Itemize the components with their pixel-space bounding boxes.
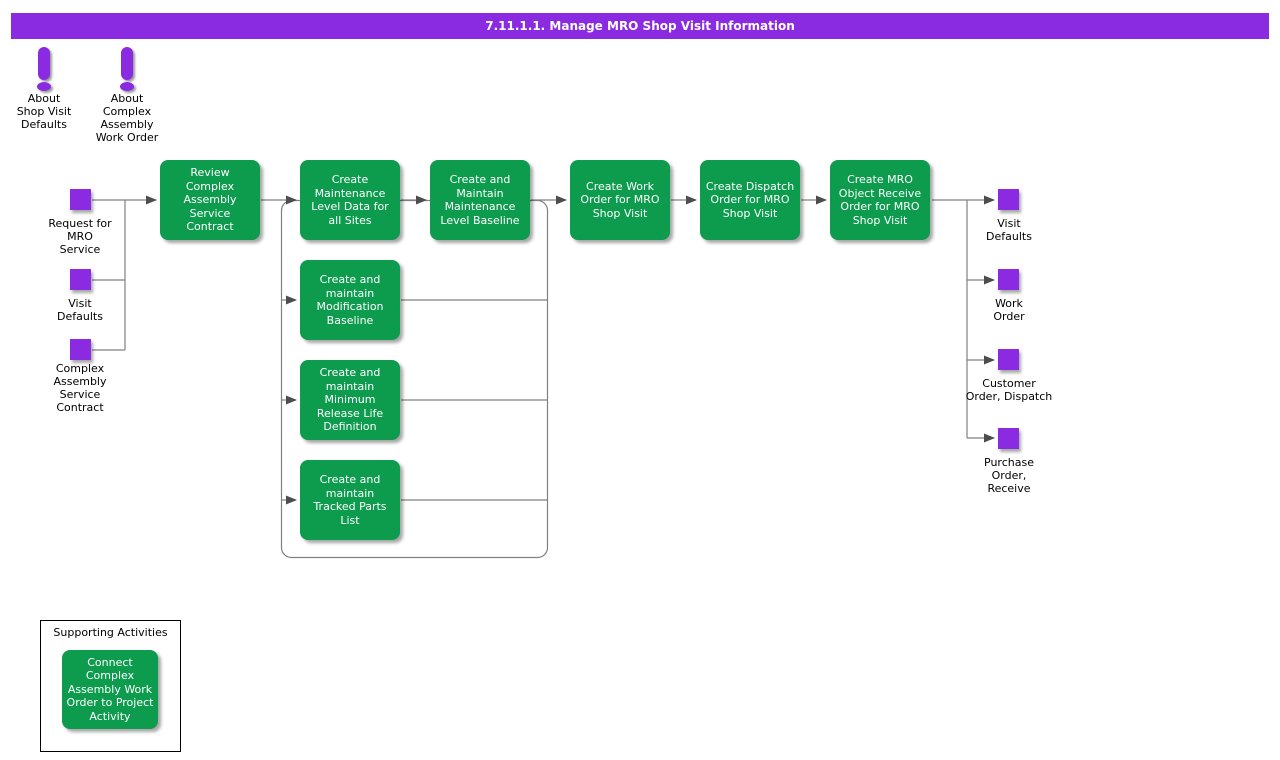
supporting-activities-title: Supporting Activities (53, 626, 168, 639)
output-visit-defaults-label: Visit Defaults (986, 217, 1032, 243)
process-create-mro-object-receive-order[interactable]: Create MRO Object Receive Order for MRO … (830, 160, 930, 240)
process-label: Create Work Order for MRO Shop Visit (580, 179, 660, 220)
output-customer-order-dispatch-label: Customer Order, Dispatch (965, 377, 1053, 403)
process-create-dispatch-order-mro-shop-visit[interactable]: Create Dispatch Order for MRO Shop Visit (700, 160, 800, 240)
process-create-work-order-mro-shop-visit[interactable]: Create Work Order for MRO Shop Visit (570, 160, 670, 240)
diagram-title-bar: 7.11.1.1. Manage MRO Shop Visit Informat… (11, 13, 1269, 39)
process-label: Create and maintain Modification Baselin… (316, 273, 384, 327)
output-purchase-order-receive[interactable] (998, 428, 1019, 449)
process-label: Connect Complex Assembly Work Order to P… (66, 655, 154, 723)
output-purchase-order-receive-label: Purchase Order, Receive (984, 456, 1034, 495)
process-create-maintain-tracked-parts-list[interactable]: Create and maintain Tracked Parts List (300, 460, 400, 540)
diagram-title: 7.11.1.1. Manage MRO Shop Visit Informat… (485, 19, 795, 33)
input-visit-defaults-label: Visit Defaults (57, 297, 103, 323)
output-customer-order-dispatch[interactable] (998, 349, 1019, 370)
exclamation-bar-icon (121, 47, 133, 80)
input-complex-assembly-service-contract-label: Complex Assembly Service Contract (53, 362, 107, 414)
input-request-for-mro-service[interactable] (70, 189, 91, 210)
process-create-maintain-modification-baseline[interactable]: Create and maintain Modification Baselin… (300, 260, 400, 340)
about-shop-visit-defaults-label: About Shop Visit Defaults (16, 92, 72, 131)
exclamation-dot-icon (37, 82, 51, 91)
process-label: Create MRO Object Receive Order for MRO … (838, 173, 922, 227)
exclamation-dot-icon (120, 82, 134, 91)
input-complex-assembly-service-contract[interactable] (70, 339, 91, 360)
process-review-complex-assembly-service-contract[interactable]: Review Complex Assembly Service Contract (160, 160, 260, 240)
about-shop-visit-defaults-icon[interactable] (31, 45, 57, 97)
process-create-maintain-maintenance-level-baseline[interactable]: Create and Maintain Maintenance Level Ba… (430, 160, 530, 240)
process-label: Create Maintenance Level Data for all Si… (311, 173, 389, 227)
process-label: Review Complex Assembly Service Contract (183, 166, 237, 234)
input-visit-defaults[interactable] (70, 269, 91, 290)
process-connect-complex-assembly-work-order-to-project-activity[interactable]: Connect Complex Assembly Work Order to P… (62, 650, 158, 729)
process-label: Create and maintain Tracked Parts List (313, 473, 387, 527)
process-label: Create Dispatch Order for MRO Shop Visit (705, 179, 795, 220)
process-create-maintenance-level-data[interactable]: Create Maintenance Level Data for all Si… (300, 160, 400, 240)
process-label: Create and Maintain Maintenance Level Ba… (440, 173, 520, 227)
output-visit-defaults[interactable] (998, 189, 1019, 210)
output-work-order[interactable] (998, 269, 1019, 290)
about-complex-assembly-work-order-label: About Complex Assembly Work Order (95, 92, 159, 144)
output-work-order-label: Work Order (993, 297, 1025, 323)
about-complex-assembly-work-order-icon[interactable] (114, 45, 140, 97)
process-label: Create and maintain Minimum Release Life… (316, 366, 384, 434)
supporting-activities-panel: Supporting Activities Connect Complex As… (40, 620, 181, 752)
process-create-maintain-minimum-release-life[interactable]: Create and maintain Minimum Release Life… (300, 360, 400, 440)
exclamation-bar-icon (38, 47, 50, 80)
input-request-for-mro-service-label: Request for MRO Service (48, 217, 112, 256)
